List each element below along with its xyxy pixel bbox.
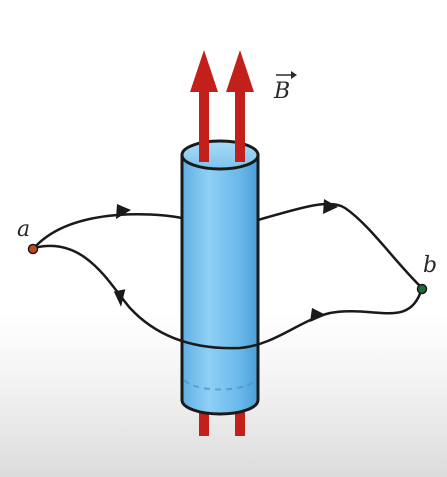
path-upper-arrow-2 — [323, 199, 338, 214]
vector-arrowhead-over-b — [291, 71, 297, 79]
label-point-b: b — [423, 253, 437, 278]
label-point-a: a — [17, 217, 30, 242]
label-field-b-text: B — [273, 79, 290, 104]
path-lower-arrow-2 — [310, 308, 326, 322]
point-b-marker — [416, 283, 428, 295]
path-lower-arrow-1 — [113, 289, 126, 307]
path-lower — [33, 244, 424, 350]
point-a-marker — [27, 243, 39, 255]
label-field-b: B — [273, 71, 297, 104]
field-arrows-upper — [190, 50, 254, 162]
field-arrow-left-head — [190, 50, 218, 92]
field-arrow-right-head — [226, 50, 254, 92]
path-upper — [33, 199, 423, 289]
path-upper-arrow-1 — [116, 204, 131, 219]
flux-cylinder — [180, 139, 260, 416]
